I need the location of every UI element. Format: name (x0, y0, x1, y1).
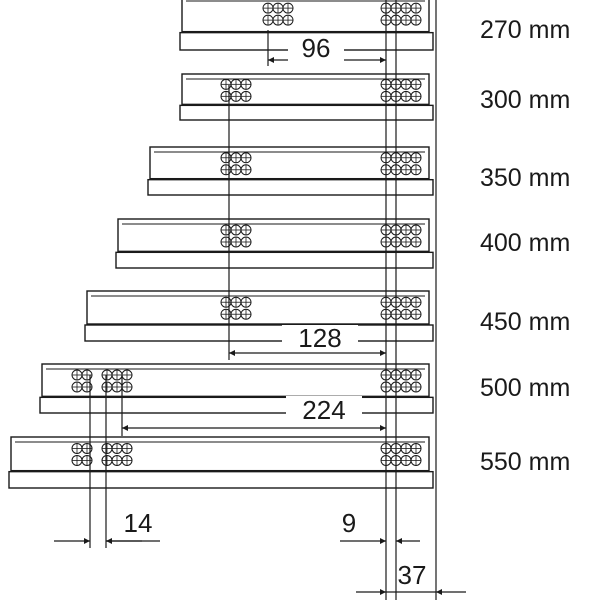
rail-flange (8, 470, 434, 489)
length-label-550: 550 mm (480, 448, 570, 476)
length-label-500: 500 mm (480, 374, 570, 402)
hole-group (101, 369, 133, 393)
reference-lines (89, 0, 437, 600)
dim-label-96: 96 (302, 33, 331, 63)
length-label-450: 450 mm (480, 308, 570, 336)
length-labels: 270 mm 300 mm 350 mm 400 mm 450 mm 500 m… (480, 16, 570, 476)
hole-group (262, 2, 294, 26)
length-label-400: 400 mm (480, 229, 570, 257)
rail-flange (39, 396, 434, 414)
length-label-300: 300 mm (480, 86, 570, 114)
dim-label-37: 37 (398, 560, 427, 590)
rail-450mm (84, 290, 434, 342)
hole-group (220, 78, 252, 102)
rail-flange (84, 324, 434, 342)
rail-350mm (147, 146, 434, 196)
rail-flange (115, 251, 434, 269)
rail-550mm (8, 436, 434, 489)
label-backing-224 (286, 396, 362, 424)
length-label-350: 350 mm (480, 164, 570, 192)
hole-group (380, 152, 422, 176)
length-label-270: 270 mm (480, 16, 570, 44)
rail-300mm (179, 73, 434, 121)
dim-label-224: 224 (302, 395, 345, 425)
rails-group (8, 0, 434, 489)
rail-body (10, 436, 430, 472)
hole-group (101, 442, 133, 466)
dim-label-14: 14 (124, 508, 153, 538)
dim-label-128: 128 (298, 323, 341, 353)
rail-flange (179, 104, 434, 121)
label-backing-96 (288, 35, 344, 61)
label-backing-128 (282, 325, 358, 351)
dim-label-9: 9 (342, 508, 356, 538)
rail-500mm (39, 363, 434, 414)
dimension-lines (54, 57, 466, 595)
hole-group (71, 442, 93, 466)
rail-flange (147, 178, 434, 196)
